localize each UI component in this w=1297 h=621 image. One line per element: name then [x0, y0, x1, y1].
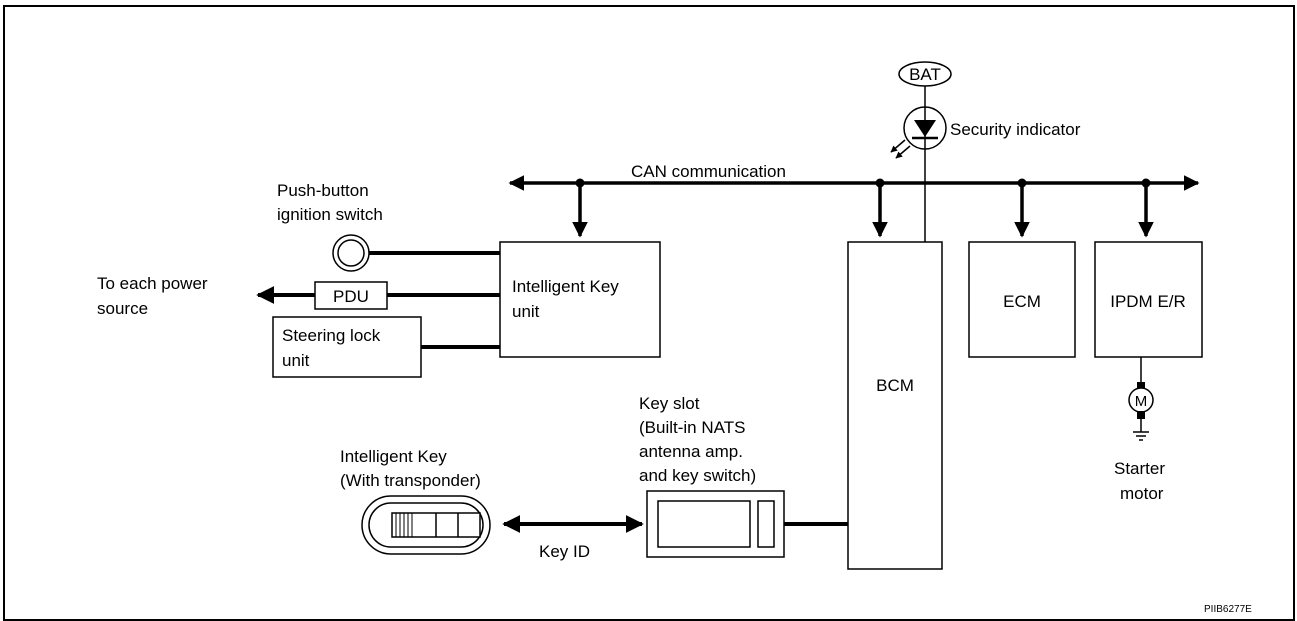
key-id-label: Key ID: [539, 542, 590, 561]
diagram-frame: [3, 5, 1295, 621]
intelligent-key-label-1: Intelligent Key: [340, 447, 447, 466]
ecm-label: ECM: [1003, 292, 1041, 311]
ipdm-label: IPDM E/R: [1110, 292, 1186, 311]
bcm-label: BCM: [876, 376, 914, 395]
intelligent-key-unit-label-1: Intelligent Key: [512, 277, 619, 296]
motor-terminal-top: [1137, 382, 1145, 390]
bcm-box: [847, 241, 943, 570]
can-label: CAN communication: [631, 162, 786, 181]
steering-lock-unit-box: [272, 316, 422, 378]
light-ray-1: [890, 139, 906, 153]
steering-lock-label-2: unit: [282, 351, 310, 370]
motor-symbol: M: [1135, 393, 1148, 410]
light-ray-2: [895, 145, 911, 159]
push-button-label-2: ignition switch: [277, 205, 383, 224]
starter-label-1: Starter: [1114, 459, 1165, 478]
figure-code: PIIB6277E: [1204, 604, 1252, 615]
key-slot-opening: [657, 500, 751, 548]
diode-triangle: [914, 120, 936, 137]
push-button-label-1: Push-button: [277, 181, 369, 200]
ipdm-box: [1094, 241, 1203, 358]
key-slot-label-2: (Built-in NATS: [639, 418, 745, 437]
ecm-box: [968, 241, 1076, 358]
intelligent-key-label-2: (With transponder): [340, 471, 481, 490]
steering-lock-label-1: Steering lock: [282, 326, 381, 345]
pdu-label: PDU: [333, 287, 369, 306]
power-source-label-2: source: [97, 299, 148, 318]
starter-label-2: motor: [1120, 484, 1164, 503]
key-switch: [757, 500, 775, 548]
security-indicator-label: Security indicator: [950, 120, 1081, 139]
intelligent-key-unit-box: [499, 241, 661, 358]
motor-terminal-bottom: [1137, 411, 1145, 419]
key-slot-label-4: and key switch): [639, 466, 756, 485]
key-slot-label-3: antenna amp.: [639, 442, 743, 461]
key-slot-label-1: Key slot: [639, 394, 700, 413]
power-source-label-1: To each power: [97, 274, 208, 293]
intelligent-key-unit-label-2: unit: [512, 302, 540, 321]
bat-label: BAT: [909, 65, 941, 84]
